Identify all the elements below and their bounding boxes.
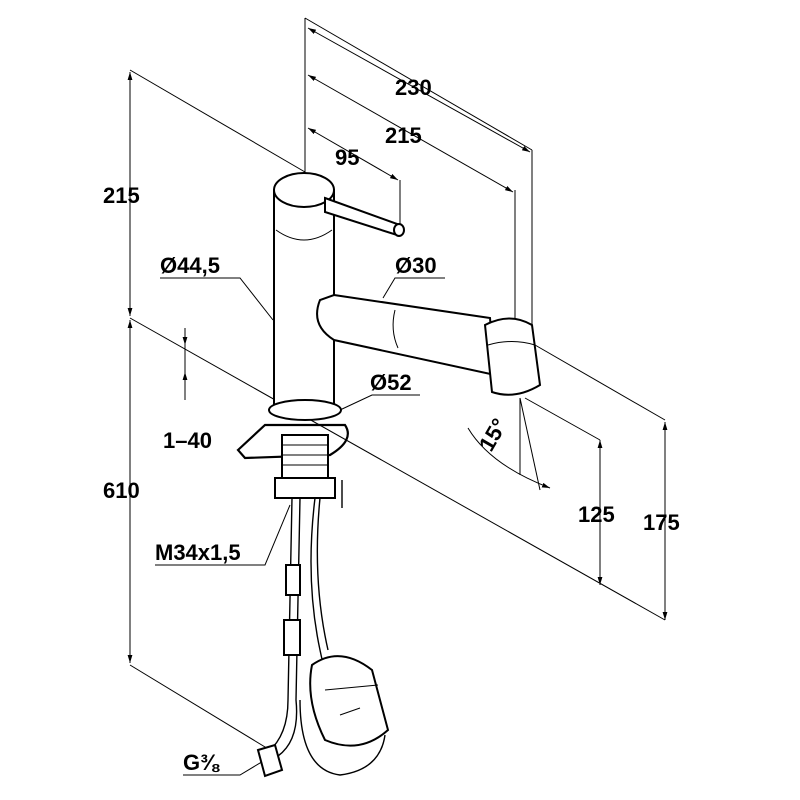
dim-spout-diameter: Ø30 bbox=[395, 253, 437, 278]
faucet bbox=[236, 172, 542, 778]
dimension-labels: 230 215 95 215 Ø44,5 Ø30 Ø52 1–40 610 15… bbox=[103, 75, 680, 775]
dim-thread: M34x1,5 bbox=[155, 540, 241, 565]
dim-connection: G⅜ bbox=[183, 750, 220, 775]
dim-hose-length: 610 bbox=[103, 478, 140, 503]
dim-spout-height: 175 bbox=[643, 510, 680, 535]
dim-outlet-height: 125 bbox=[578, 502, 615, 527]
dim-body-diameter: Ø44,5 bbox=[160, 253, 220, 278]
dim-lever-length: 95 bbox=[335, 145, 359, 170]
dim-spout-length: 215 bbox=[385, 123, 422, 148]
dim-base-diameter: Ø52 bbox=[370, 370, 412, 395]
dim-overall-length: 230 bbox=[395, 75, 432, 100]
dim-upper-height: 215 bbox=[103, 183, 140, 208]
dim-spray-angle: 15° bbox=[474, 414, 512, 455]
dim-deck-thickness: 1–40 bbox=[163, 428, 212, 453]
dimension-lines bbox=[127, 27, 668, 776]
